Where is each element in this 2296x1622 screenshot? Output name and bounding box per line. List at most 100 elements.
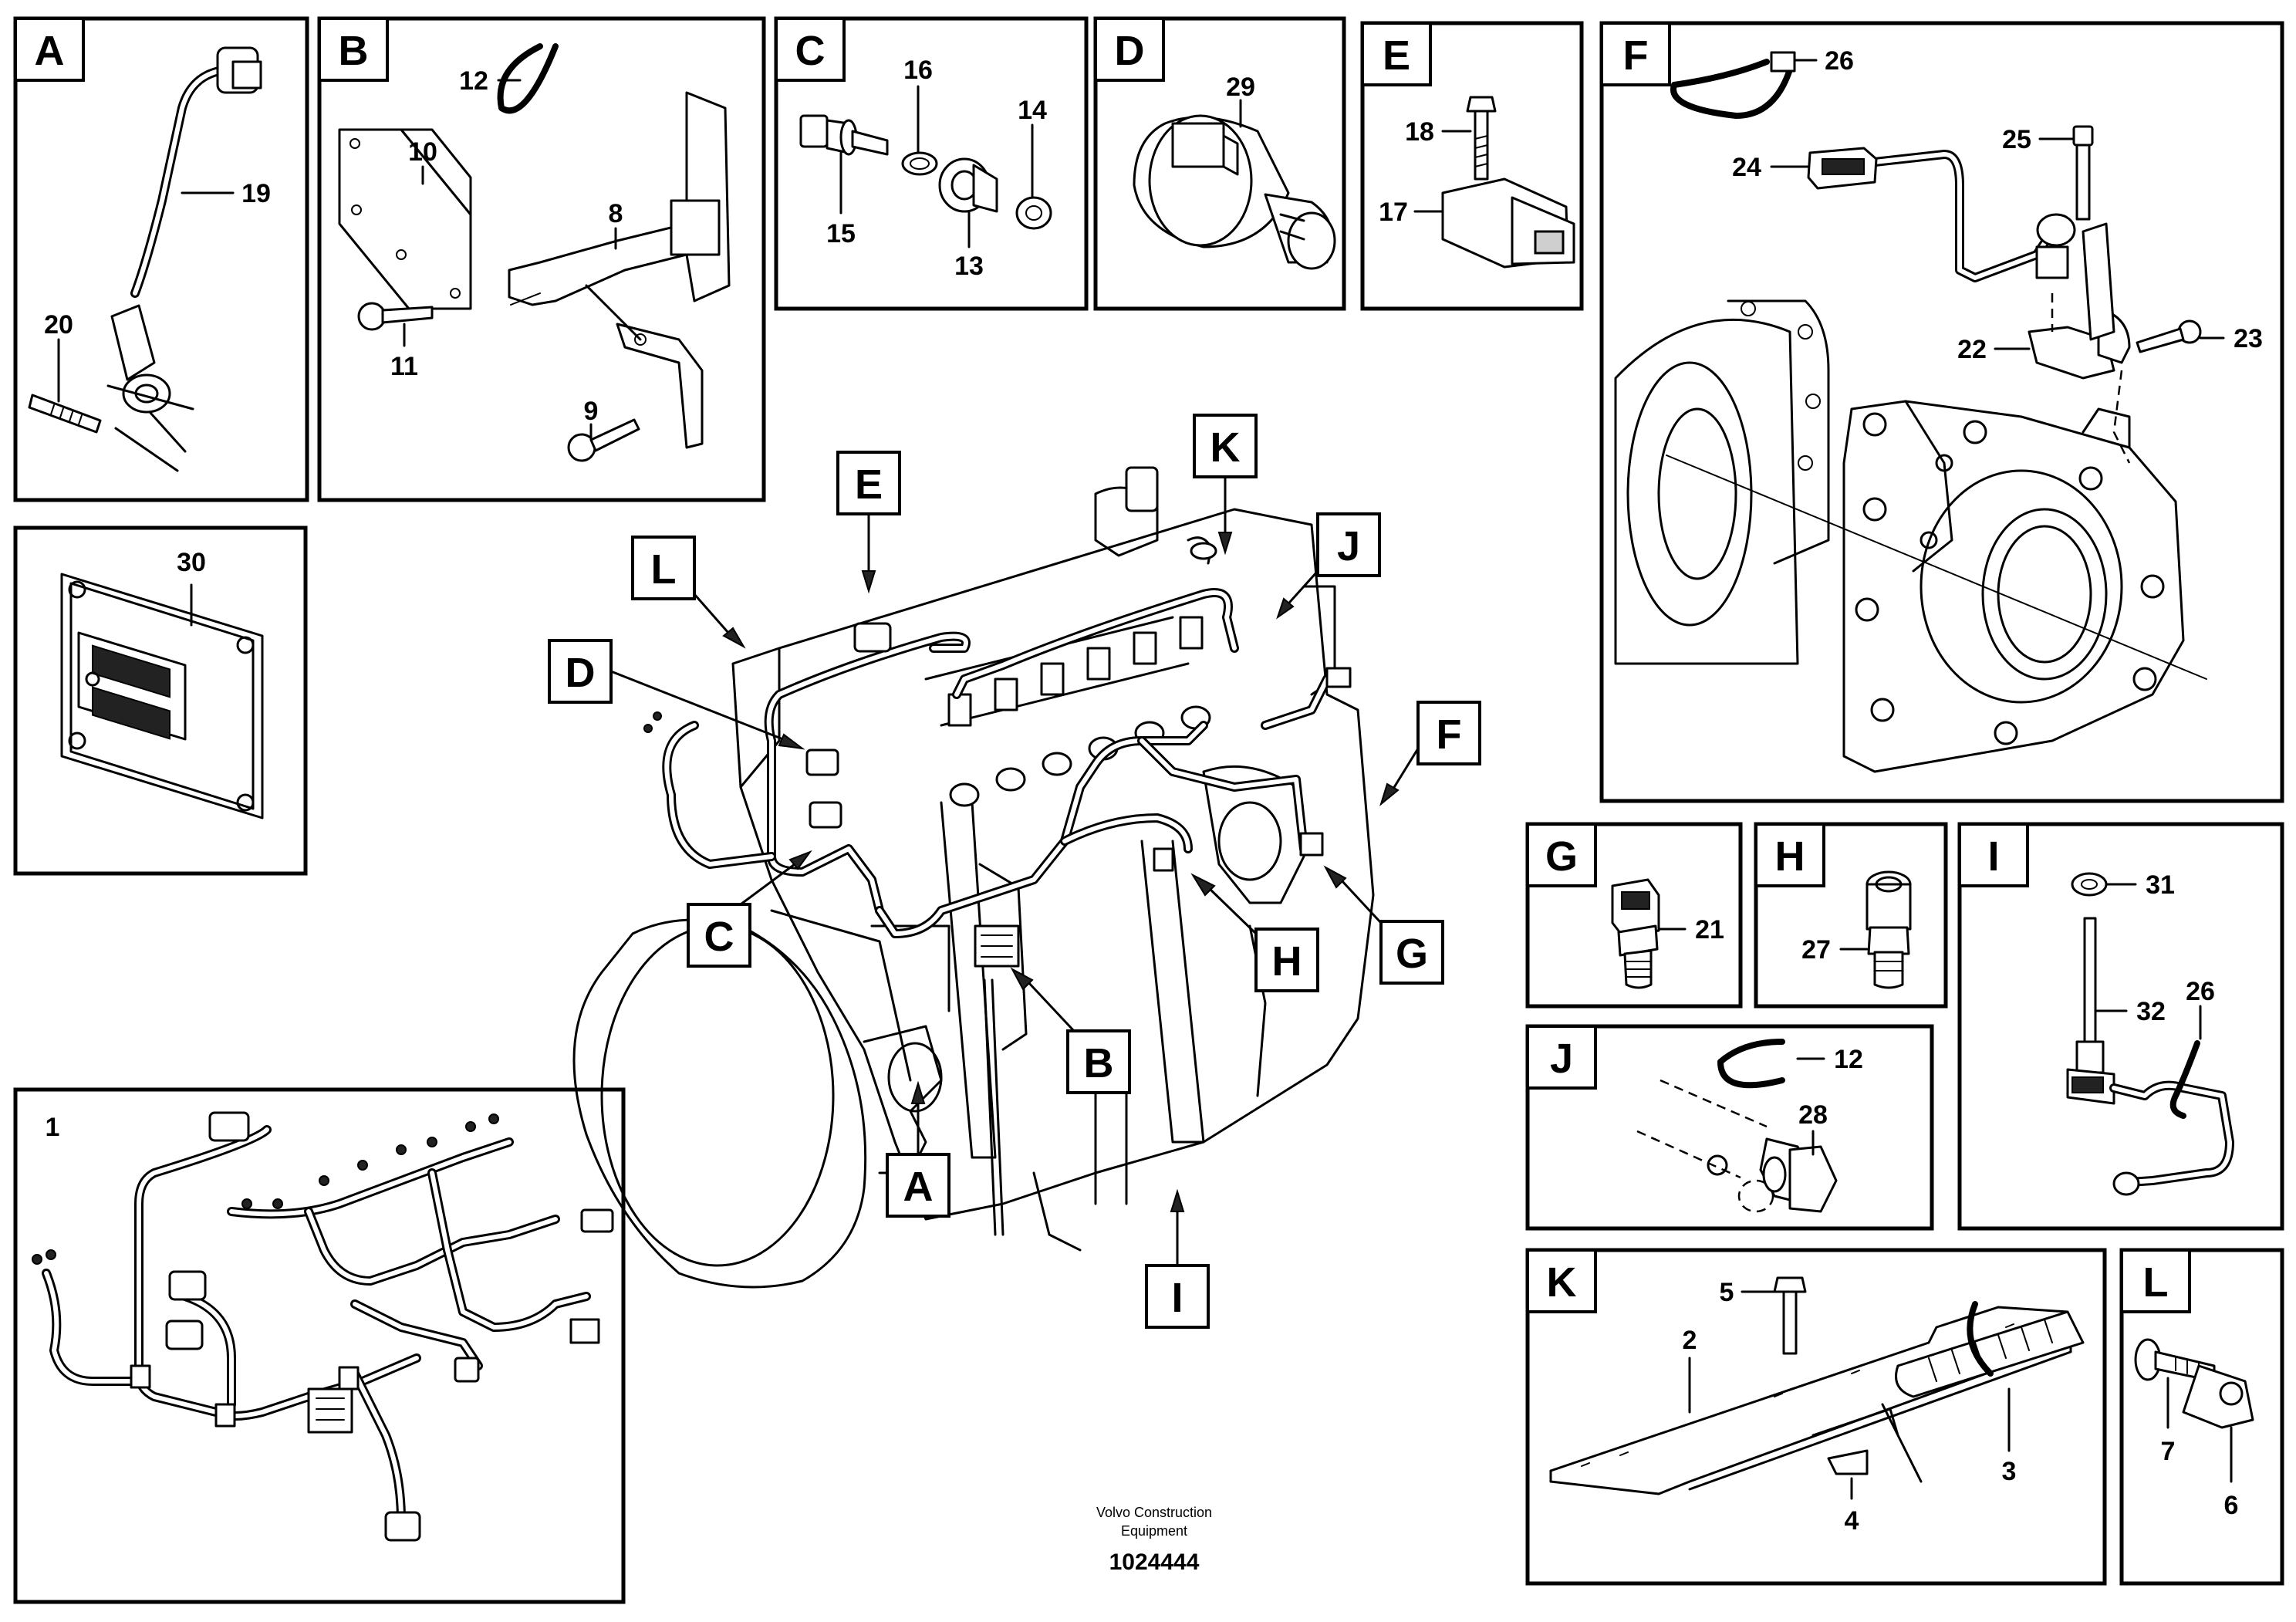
clamp-6-drawing: [2134, 1338, 2254, 1429]
callout-21: 21: [1657, 915, 1724, 944]
callout-12-b: 12: [459, 66, 522, 96]
svg-text:25: 25: [2002, 125, 2031, 154]
svg-text:15: 15: [826, 219, 856, 248]
svg-text:D: D: [566, 650, 596, 696]
svg-text:3: 3: [2002, 1457, 2017, 1486]
panel-g-letter: G: [1545, 833, 1578, 880]
callout-27: 27: [1801, 935, 1869, 965]
drawing-number: 1024444: [1109, 1549, 1200, 1575]
callout-30: 30: [177, 548, 206, 627]
callout-16: 16: [903, 56, 933, 153]
callout-29: 29: [1226, 73, 1255, 128]
seal-14-drawing: [1015, 196, 1052, 230]
callout-13: 13: [954, 211, 984, 281]
svg-text:20: 20: [44, 310, 73, 340]
panel-c: C 16 14 15: [774, 16, 1089, 311]
ref-e: E: [836, 451, 901, 594]
svg-text:14: 14: [1018, 96, 1047, 125]
svg-text:31: 31: [2146, 870, 2175, 900]
svg-text:28: 28: [1798, 1100, 1828, 1130]
svg-text:5: 5: [1720, 1278, 1734, 1307]
svg-text:10: 10: [408, 137, 437, 167]
timing-cover-drawing: [1666, 400, 2207, 773]
ref-c: C: [687, 850, 812, 968]
panel-j-letter: J: [1550, 1036, 1573, 1082]
callout-4: 4: [1845, 1477, 1859, 1536]
svg-text:9: 9: [584, 397, 599, 426]
callout-7: 7: [2161, 1377, 2175, 1466]
svg-text:C: C: [704, 914, 734, 960]
callout-23: 23: [2199, 324, 2263, 353]
panel-k: K 5 2 3 4: [1525, 1248, 2107, 1586]
panel-c-letter: C: [795, 28, 826, 74]
svg-text:B: B: [1084, 1040, 1114, 1086]
svg-text:24: 24: [1732, 153, 1761, 182]
svg-text:G: G: [1396, 931, 1428, 977]
svg-text:19: 19: [241, 179, 271, 208]
cable-tie-26-drawing: [1670, 51, 1796, 119]
callout-22: 22: [1957, 335, 2031, 364]
svg-text:J: J: [1337, 523, 1360, 569]
svg-text:21: 21: [1695, 915, 1724, 944]
ref-d: D: [548, 639, 805, 750]
svg-text:6: 6: [2224, 1491, 2239, 1520]
ref-b: B: [1010, 967, 1131, 1094]
svg-text:12: 12: [459, 66, 488, 96]
svg-text:32: 32: [2136, 997, 2166, 1026]
svg-text:4: 4: [1845, 1506, 1859, 1536]
callout-9: 9: [584, 397, 599, 438]
callout-6: 6: [2224, 1426, 2239, 1520]
panel-l-letter: L: [2143, 1259, 2169, 1306]
harness-1-drawing: [32, 1111, 614, 1542]
connector-24-drawing: [1807, 147, 1878, 190]
callout-26-f: 26: [1793, 46, 1854, 76]
panel-harness: 1: [13, 1087, 626, 1604]
callout-2: 2: [1683, 1326, 1697, 1414]
bolt-9-drawing: [567, 418, 640, 462]
svg-text:17: 17: [1379, 198, 1408, 227]
speed-sensor-drawing: [28, 46, 262, 472]
panel-g: G 21: [1525, 822, 1743, 1009]
bracket-drawing: [338, 91, 731, 449]
svg-text:30: 30: [177, 548, 206, 577]
panel-i-letter: I: [1987, 833, 1999, 880]
panel-e: E 18 17: [1360, 21, 1584, 311]
svg-text:H: H: [1272, 938, 1302, 985]
solenoid-29-drawing: [1133, 114, 1336, 270]
panel-b: B 12: [317, 16, 766, 502]
ref-a: A: [886, 1080, 950, 1218]
ref-k: K: [1193, 414, 1258, 556]
callout-14: 14: [1018, 96, 1047, 199]
ref-l: L: [631, 536, 746, 649]
panel-a-letter: A: [35, 28, 65, 74]
panel-a: A 19 20: [13, 16, 309, 502]
svg-text:29: 29: [1226, 73, 1255, 102]
speed-sensor-22-drawing: [1870, 150, 2131, 464]
sensor-27-drawing: [1866, 870, 1912, 989]
panel-h-letter: H: [1775, 833, 1805, 880]
sensor-15-drawing: [799, 114, 889, 156]
panel-j: J 12 28: [1525, 1024, 1934, 1231]
ref-j: J: [1276, 512, 1381, 620]
svg-text:26: 26: [2186, 977, 2215, 1006]
svg-text:A: A: [903, 1164, 934, 1210]
sensor-17-drawing: [1441, 177, 1575, 269]
panel-f-letter: F: [1623, 32, 1649, 79]
ref-f: F: [1379, 701, 1481, 806]
callout-15: 15: [826, 151, 856, 248]
bolt-23-drawing: [2136, 319, 2202, 353]
callout-3: 3: [2002, 1387, 2017, 1486]
panel-l: L 7 6: [2119, 1248, 2284, 1586]
svg-text:13: 13: [954, 252, 984, 281]
harness-label: 1: [46, 1113, 60, 1142]
svg-text:I: I: [1171, 1275, 1183, 1321]
hose-3-drawing: [1895, 1301, 2085, 1398]
panel-ecu: 30: [13, 525, 308, 876]
seal-16-drawing: [901, 151, 938, 176]
panel-h: H 27: [1754, 822, 1948, 1009]
svg-text:E: E: [855, 461, 883, 508]
callout-20: 20: [44, 310, 73, 403]
callout-11: 11: [390, 323, 418, 381]
ref-i: I: [1145, 1188, 1210, 1329]
panel-f: F: [1599, 21, 2284, 803]
